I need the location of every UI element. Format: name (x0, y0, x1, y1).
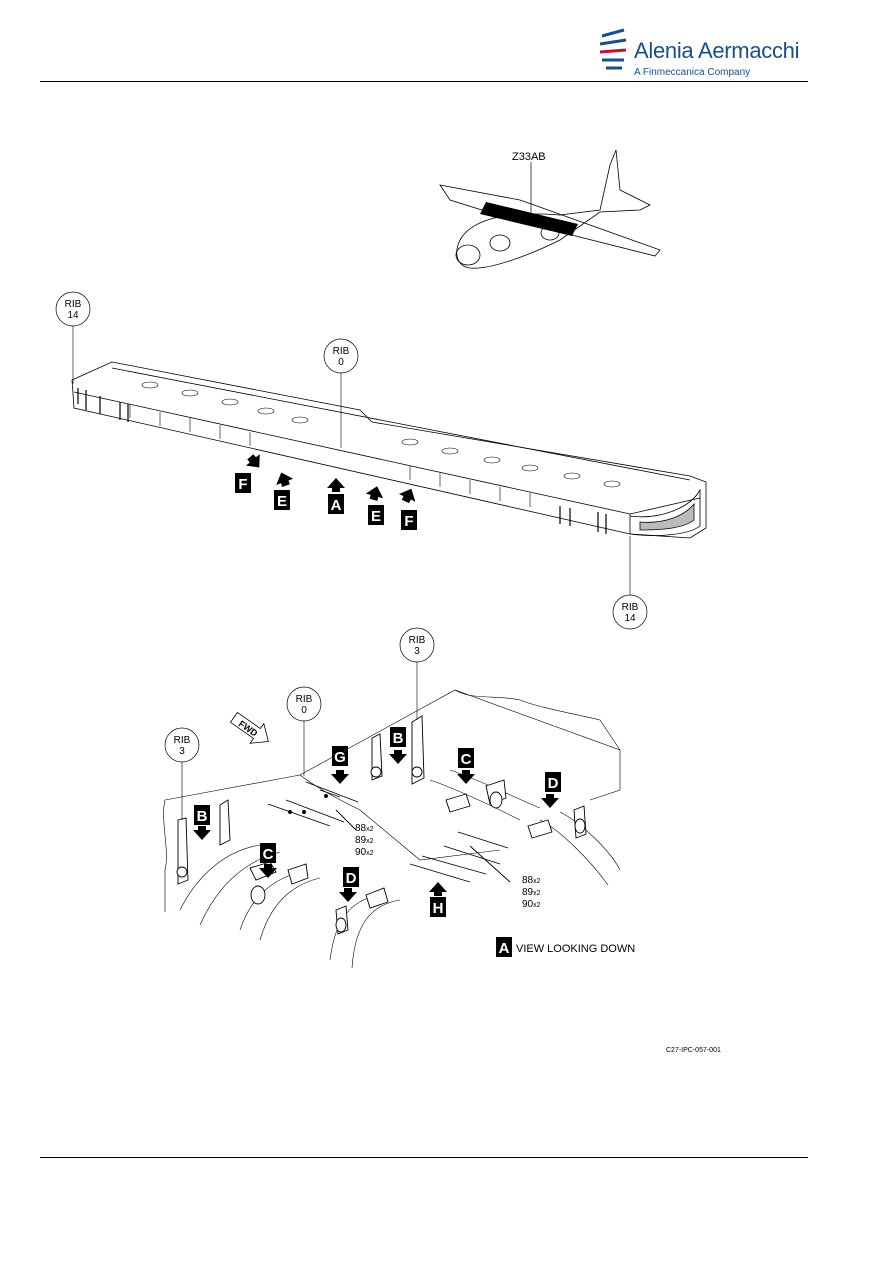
callout-c-left: C (259, 843, 277, 878)
svg-text:E: E (277, 493, 287, 510)
header-rule (40, 81, 808, 82)
svg-text:90x2: 90x2 (355, 847, 374, 858)
detail-a-brackets (176, 715, 587, 935)
company-tagline: A Finmeccanica Company (634, 67, 751, 78)
callout-f-right: F (397, 484, 420, 530)
fastener-group-right (409, 831, 511, 883)
view-caption: A VIEW LOOKING DOWN (496, 937, 635, 957)
callout-h: H (429, 882, 447, 917)
svg-text:14: 14 (624, 613, 636, 624)
svg-text:G: G (334, 749, 346, 766)
callout-d-left: D (339, 867, 359, 902)
item-numbers-right: 88x2 89x2 90x2 (522, 875, 541, 910)
svg-text:3: 3 (179, 746, 185, 757)
svg-text:H: H (433, 900, 444, 917)
zone-highlight (480, 202, 578, 236)
item-numbers-left: 88x2 89x2 90x2 (355, 823, 374, 858)
svg-text:89x2: 89x2 (522, 887, 541, 898)
callout-e-right: E (364, 483, 386, 525)
detail-a-structure (163, 689, 621, 969)
svg-text:F: F (238, 476, 247, 493)
svg-text:14: 14 (67, 310, 79, 321)
svg-text:0: 0 (301, 705, 307, 716)
svg-text:89x2: 89x2 (355, 835, 374, 846)
company-name: Alenia Aermacchi (634, 38, 800, 63)
rib-balloon-left: RIB 14 (55, 291, 91, 384)
callout-g: G (331, 746, 349, 784)
svg-text:RIB: RIB (174, 735, 191, 746)
fwd-arrow-icon: FWD (229, 711, 269, 744)
rib-balloon-detail-left: RIB 3 (164, 727, 200, 820)
rib-balloon-right: RIB 14 (612, 536, 648, 630)
svg-text:3: 3 (414, 646, 420, 657)
svg-text:VIEW LOOKING DOWN: VIEW LOOKING DOWN (516, 943, 635, 955)
callout-b-right: B (389, 727, 407, 764)
wing-box (71, 361, 707, 539)
svg-text:B: B (393, 730, 404, 747)
rib-balloon-center: RIB 0 (323, 338, 359, 448)
svg-text:C: C (461, 751, 472, 768)
callout-c-right: C (457, 748, 475, 784)
aircraft-locator (439, 149, 661, 269)
callout-a: A (327, 478, 345, 514)
logo-mark-icon (599, 28, 627, 70)
svg-text:RIB: RIB (622, 602, 639, 613)
callout-d-right: D (541, 772, 561, 808)
svg-text:RIB: RIB (333, 346, 350, 357)
svg-text:A: A (331, 497, 342, 514)
svg-text:RIB: RIB (296, 694, 313, 705)
svg-text:C: C (263, 846, 274, 863)
rib-balloon-detail-right: RIB 3 (399, 627, 435, 720)
callout-f-left: F (235, 451, 267, 493)
rib-balloon-detail-center: RIB 0 (286, 686, 322, 776)
svg-text:D: D (548, 775, 559, 792)
callout-b-left: B (193, 805, 211, 840)
fastener-group-left (267, 781, 359, 831)
svg-text:0: 0 (338, 357, 344, 368)
svg-text:90x2: 90x2 (522, 899, 541, 910)
svg-text:B: B (197, 808, 208, 825)
svg-text:88x2: 88x2 (355, 823, 374, 834)
svg-text:88x2: 88x2 (522, 875, 541, 886)
company-logo: Alenia Aermacchi A Finmeccanica Company (596, 22, 800, 80)
footer-rule (40, 1157, 808, 1158)
svg-text:RIB: RIB (65, 299, 82, 310)
svg-text:D: D (346, 870, 357, 887)
svg-text:E: E (371, 508, 381, 525)
figure-reference: C27-IPC-057-001 (666, 1047, 721, 1054)
svg-text:F: F (404, 513, 413, 530)
zone-label: Z33AB (512, 151, 546, 163)
svg-text:RIB: RIB (409, 635, 426, 646)
svg-text:A: A (499, 940, 510, 957)
callout-e-left: E (272, 469, 295, 510)
